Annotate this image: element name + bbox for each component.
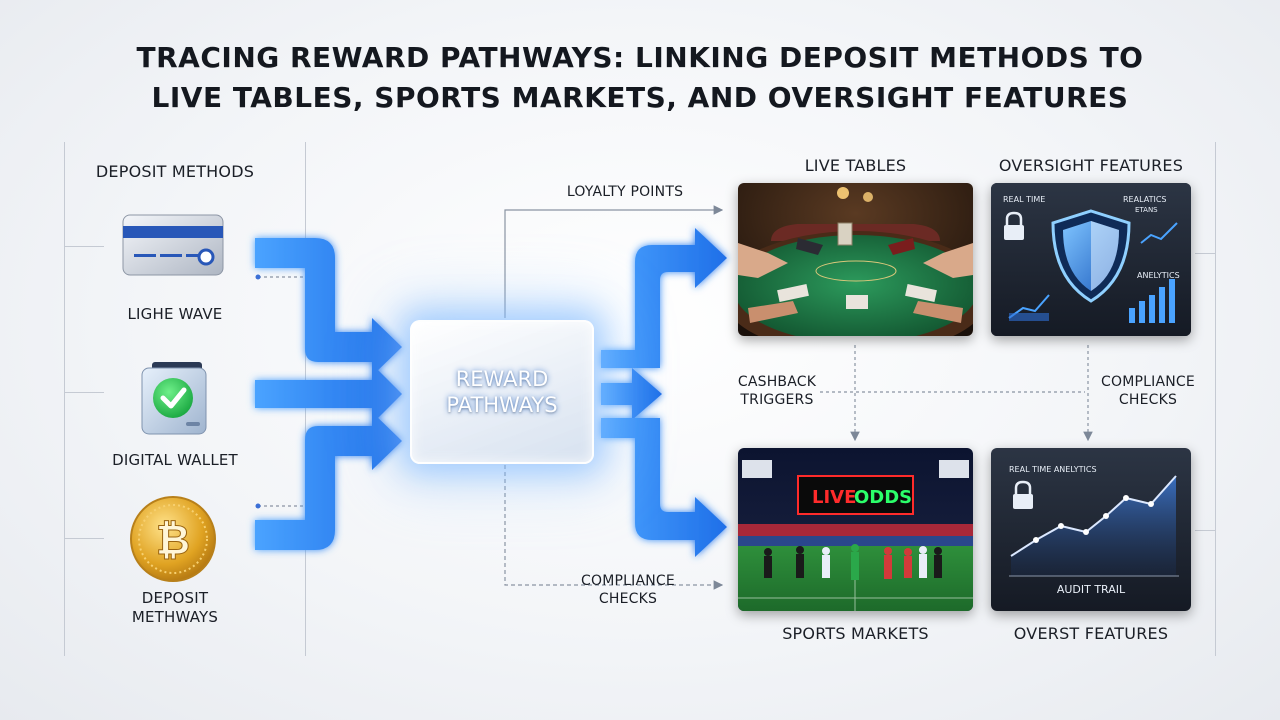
frame-line — [64, 538, 104, 539]
arrow-wallet-to-hub — [255, 364, 402, 424]
analytics-text: ANELYTICS — [1137, 271, 1180, 280]
compliance-checks-right-label: COMPLIANCE CHECKS — [1101, 374, 1195, 408]
lock-icon — [1013, 480, 1033, 509]
scoreboard-live: LIVE — [812, 487, 856, 508]
page-title: TRACING REWARD PATHWAYS: LINKING DEPOSIT… — [0, 38, 1280, 118]
frame-line — [64, 392, 104, 393]
audit-trail-text: AUDIT TRAIL — [1057, 583, 1126, 596]
etans-text: ETANS — [1135, 206, 1158, 214]
loyalty-connector — [504, 205, 724, 318]
hub-label: REWARD PATHWAYS — [446, 367, 558, 417]
frame-line — [64, 246, 104, 247]
real-time-text: REAL TIME — [1003, 195, 1045, 204]
compliance-checks-left-label: COMPLIANCE CHECKS — [581, 573, 675, 607]
loyalty-points-label: LOYALTY POINTS — [566, 184, 684, 200]
players — [764, 546, 942, 578]
audit-trail-panel[interactable]: REAL TIME ANELYTICS AUDIT TRAIL — [991, 448, 1191, 611]
lock-icon — [1004, 211, 1024, 240]
credit-card-icon — [122, 214, 224, 276]
output-arrows — [601, 228, 727, 557]
title-line-1: TRACING REWARD PATHWAYS: LINKING DEPOSIT… — [136, 41, 1144, 74]
live-tables-panel[interactable] — [738, 183, 973, 336]
wallet-check-icon — [141, 362, 207, 435]
oversight-features-panel[interactable]: REAL TIME REALATICS ETANS ANELYTICS — [991, 183, 1191, 336]
input-arrows — [255, 238, 402, 550]
compliance-connector — [504, 465, 724, 590]
oversight-features-footer: OVERST FEATURES — [1013, 624, 1169, 643]
cashback-triggers-label: CASHBACK TRIGGERS — [737, 374, 817, 408]
card-label: LIGHE WAVE — [127, 305, 223, 323]
frame-line — [1195, 530, 1215, 531]
arrow-card-to-hub — [255, 238, 402, 376]
chart-icon — [1009, 475, 1179, 577]
frame-line — [1195, 253, 1215, 254]
deposit-methods-header: DEPOSIT METHODS — [95, 162, 255, 181]
wallet-label: DIGITAL WALLET — [112, 451, 238, 469]
crypto-label: DEPOSIT METHWAYS — [131, 589, 219, 626]
connector-dot — [255, 503, 261, 509]
frame-line — [1215, 142, 1216, 656]
arrow-crypto-to-hub — [255, 412, 402, 550]
sports-markets-footer: SPORTS MARKETS — [782, 624, 929, 643]
svg-text:₿: ₿ — [156, 515, 190, 564]
reward-pathways-hub: REWARD PATHWAYS — [410, 320, 594, 464]
arrow-hub-to-cashback — [601, 368, 662, 420]
scoreboard-odds: ODDS — [854, 487, 912, 508]
live-tables-header: LIVE TABLES — [804, 156, 907, 175]
real-time-analytics-text: REAL TIME ANELYTICS — [1009, 465, 1097, 474]
realatics-text: REALATICS — [1123, 195, 1167, 204]
chart-icon — [1008, 222, 1178, 323]
title-line-2: LIVE TABLES, SPORTS MARKETS, AND OVERSIG… — [151, 81, 1129, 114]
shield-icon — [1051, 209, 1131, 303]
bitcoin-icon: ₿ — [130, 496, 216, 582]
poker-table-scene — [738, 183, 973, 336]
sports-markets-panel[interactable]: LIVE ODDS — [738, 448, 973, 611]
arrow-hub-to-live-tables — [601, 228, 727, 368]
connector-dot — [255, 274, 261, 280]
arrow-hub-to-sports — [601, 418, 727, 557]
frame-line — [64, 142, 65, 656]
oversight-features-header: OVERSIGHT FEATURES — [998, 156, 1184, 175]
